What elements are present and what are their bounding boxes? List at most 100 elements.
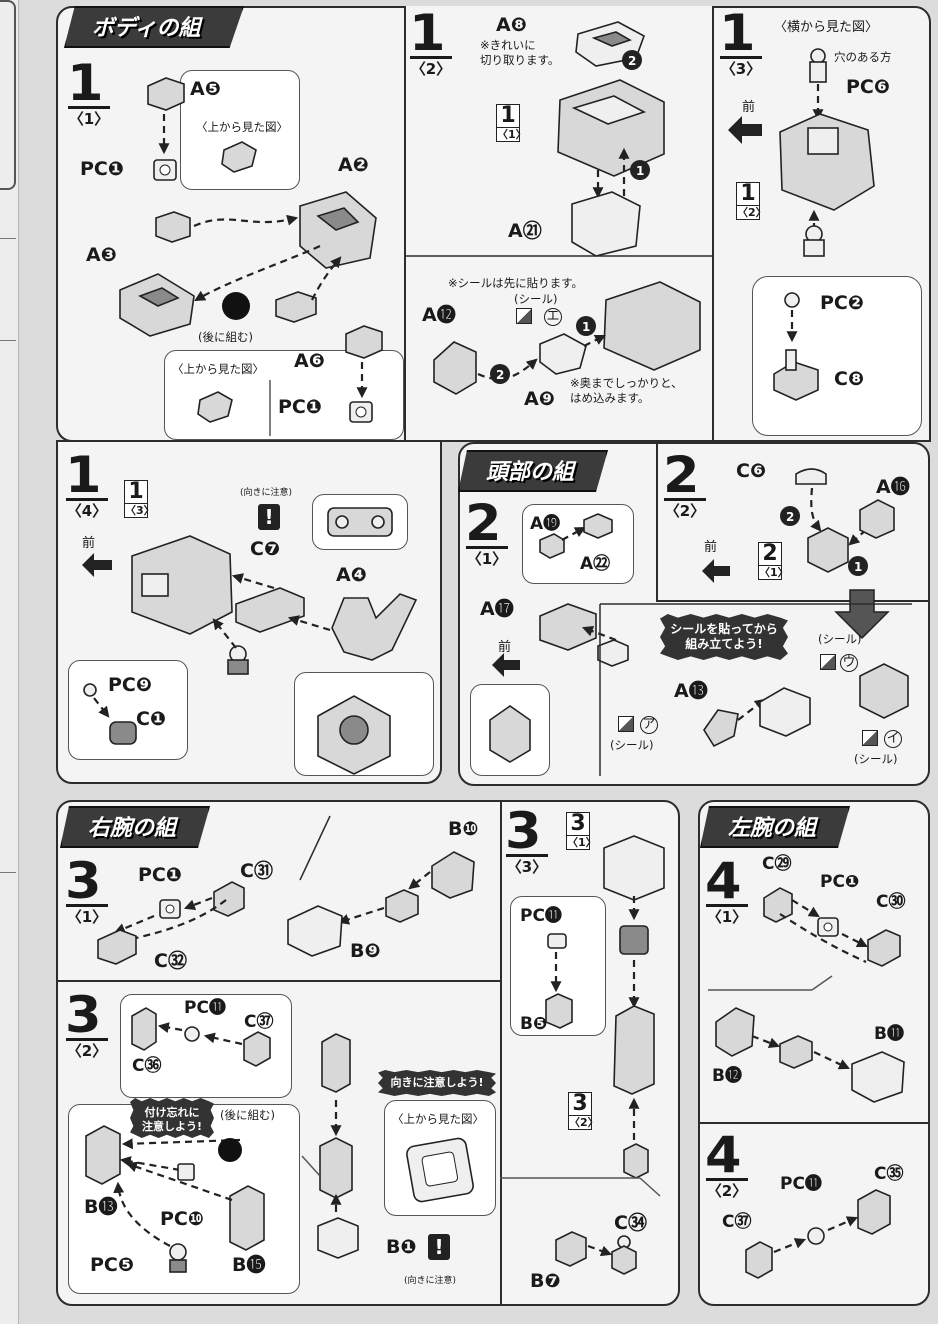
part-a12 — [433, 341, 477, 395]
upper-arm-peg — [385, 889, 419, 923]
part-label-a22: A㉒ — [580, 554, 611, 574]
part-label-pc2: PC❷ — [820, 292, 864, 314]
assemble-later-caption: (後に組む) — [198, 330, 253, 344]
step-sub: 〈1〉 — [706, 904, 748, 925]
part-label-c6: C❻ — [736, 460, 767, 482]
front-view — [317, 695, 391, 775]
front-label: 前 — [742, 100, 756, 115]
step-3-2: 3 〈2〉 — [65, 990, 108, 1059]
part-b5-joint — [619, 925, 649, 955]
part-label-c1: C❶ — [136, 708, 167, 730]
step-sub: 〈1〉 — [66, 904, 108, 925]
part-a16 — [859, 499, 895, 539]
part-label-c8: C❽ — [834, 368, 865, 390]
side-view-caption: 〈横から見た図〉 — [774, 20, 879, 35]
part-label-pc5: PC❺ — [90, 1254, 134, 1276]
part-label-c32: C㉜ — [154, 950, 187, 972]
part-a22 — [583, 513, 613, 539]
head-core-2 — [807, 527, 849, 573]
part-pc11 — [184, 1026, 200, 1042]
part-label-a4: A❹ — [336, 564, 367, 586]
step-sub: 〈2〉 — [664, 498, 706, 519]
section-title-head: 頭部の組立 — [486, 460, 575, 485]
part-label-a5: A❺ — [190, 78, 221, 100]
ref-step-2-1: 2 〈1〉 — [758, 542, 789, 580]
part-label-a8: A❽ — [496, 14, 527, 36]
forearm-mid — [319, 1137, 353, 1199]
part-label-c34: C㉞ — [614, 1212, 647, 1234]
sequence-badge: 2 — [496, 368, 504, 382]
front-label: 前 — [498, 640, 512, 655]
body-core-2 — [603, 281, 701, 371]
step-2-1: 2 〈1〉 — [464, 494, 508, 567]
left-page-edge — [0, 0, 19, 1324]
top-view-part — [197, 391, 233, 423]
step-number: 1 — [408, 4, 446, 62]
part-b5 — [545, 993, 573, 1029]
ref-number: 1 — [124, 480, 148, 504]
step-sub: 〈3〉 — [720, 56, 762, 77]
ref-step-1-2: 1 〈2〉 — [736, 182, 767, 220]
step-sub: 〈2〉 — [66, 1038, 108, 1059]
step-number: 3 — [64, 852, 102, 910]
part-label-a12: A⓬ — [422, 304, 456, 326]
seal-letter-e: エ — [544, 308, 562, 326]
step-3-3: 3 〈3〉 — [504, 802, 548, 875]
part-pc1-d — [817, 917, 839, 937]
part-b7 — [555, 1231, 587, 1267]
part-label-c37: C㊲ — [244, 1012, 274, 1032]
body-side — [779, 113, 875, 211]
ref-sub: 〈1〉 — [566, 836, 597, 850]
sequence-badge: 1 — [636, 164, 644, 178]
step-number: 1 — [66, 54, 104, 112]
ref-sub: 〈1〉 — [758, 566, 789, 580]
part-pc2 — [784, 292, 800, 308]
step-number: 4 — [704, 852, 742, 910]
ref-step-1-1: 1 〈1〉 — [496, 104, 527, 142]
sequence-badge: 2 — [786, 510, 794, 524]
part-label-b10: B❿ — [448, 818, 479, 840]
part-pc1 — [153, 159, 177, 181]
top-view-caption: 〈上から見た図〉 — [172, 362, 264, 376]
cut-clean-note: ※きれいに 切り取ります。 — [480, 38, 560, 67]
seal-icon — [820, 654, 836, 670]
seal-icon — [516, 308, 532, 324]
seal-icon — [862, 730, 878, 746]
press-in-note: ※奥までしっかりと、 はめ込みます。 — [570, 376, 683, 405]
section-title-right-arm: 右腕の組立 — [88, 816, 177, 841]
assemble-later-caption: (後に組む) — [220, 1108, 275, 1122]
step-number: 4 — [704, 1126, 742, 1184]
step-1-3: 1 〈3〉 — [718, 4, 762, 77]
head-core — [539, 603, 597, 651]
part-pc2-peg — [803, 225, 825, 257]
step-number: 1 — [718, 4, 756, 62]
head-piece — [597, 639, 629, 667]
part-pc9-peg — [227, 645, 249, 675]
head-assembled — [859, 663, 909, 719]
part-label-pc11-c: PC⓫ — [780, 1174, 822, 1194]
part-unknown-small — [155, 211, 191, 243]
part-pc11-c — [807, 1227, 825, 1245]
torso — [131, 535, 233, 635]
top-view-frame — [406, 1137, 474, 1203]
part-pc10 — [177, 1163, 195, 1181]
step-number: 3 — [504, 802, 542, 860]
c7-detail — [327, 507, 393, 537]
step-sub: 〈1〉 — [68, 106, 110, 127]
step-number: 2 — [464, 494, 502, 552]
top-view-caption: 〈上から見た図〉 — [392, 1112, 484, 1126]
part-label-pc10: PC❿ — [160, 1208, 204, 1230]
mind-direction-note: (向きに注意) — [404, 1276, 457, 1286]
forearm-assembled — [613, 1005, 655, 1095]
part-label-pc11-b: PC⓫ — [520, 906, 562, 926]
part-label-c29: C㉙ — [762, 854, 792, 874]
part-b10 — [431, 851, 475, 899]
part-c34 — [611, 1235, 637, 1275]
part-label-pc6: PC❻ — [846, 76, 890, 98]
part-label-b1: B❶ — [386, 1236, 417, 1258]
part-label-pc11: PC⓫ — [184, 998, 226, 1018]
part-a9 — [539, 333, 587, 375]
part-a13 — [703, 709, 739, 748]
part-label-b5: B❺ — [520, 1014, 548, 1034]
step-4-2: 4 〈2〉 — [704, 1126, 748, 1199]
